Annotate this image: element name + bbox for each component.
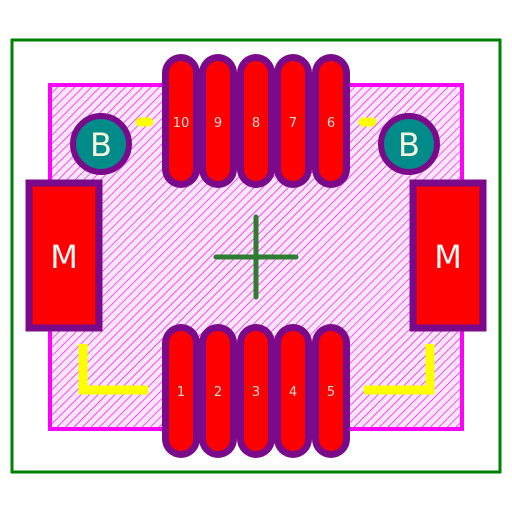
pin-label: 2 (214, 385, 222, 400)
mount-pad-label: M (50, 238, 78, 276)
bump-label: B (398, 126, 420, 164)
pin-9[interactable]: 9 (199, 54, 237, 188)
pin-8[interactable]: 8 (237, 54, 275, 188)
pin-label: 3 (252, 385, 260, 400)
pin-label: 1 (177, 385, 185, 400)
bump-label: B (90, 126, 112, 164)
pin-label: 6 (327, 116, 335, 131)
pin-4[interactable]: 4 (274, 324, 312, 458)
bump-left[interactable]: B (70, 113, 132, 175)
pin-label: 5 (327, 385, 335, 400)
pin-10[interactable]: 10 (162, 54, 200, 188)
silk-corner-bottom-right (364, 344, 435, 395)
silk-corner-bottom-left (78, 344, 148, 395)
pin-label: 7 (289, 116, 297, 131)
courtyard-outline (10, 38, 502, 474)
pin-1[interactable]: 1 (162, 324, 200, 458)
pin-label: 10 (173, 116, 190, 131)
mount-pad-left[interactable]: M (25, 179, 103, 332)
pin-6[interactable]: 6 (312, 54, 350, 188)
bump-right[interactable]: B (378, 113, 440, 175)
pin-row-bottom: 1 2 3 4 5 (162, 324, 350, 458)
pin-3[interactable]: 3 (237, 324, 275, 458)
center-crosshair (213, 214, 299, 300)
pin-7[interactable]: 7 (274, 54, 312, 188)
pin-label: 8 (252, 116, 260, 131)
pin-5[interactable]: 5 (312, 324, 350, 458)
pin-2[interactable]: 2 (199, 324, 237, 458)
pin-label: 9 (214, 116, 222, 131)
mount-pad-right[interactable]: M (409, 179, 487, 332)
pin-row-top: 10 9 8 7 6 (162, 54, 350, 188)
pin-label: 4 (289, 385, 297, 400)
mount-pad-label: M (434, 238, 462, 276)
